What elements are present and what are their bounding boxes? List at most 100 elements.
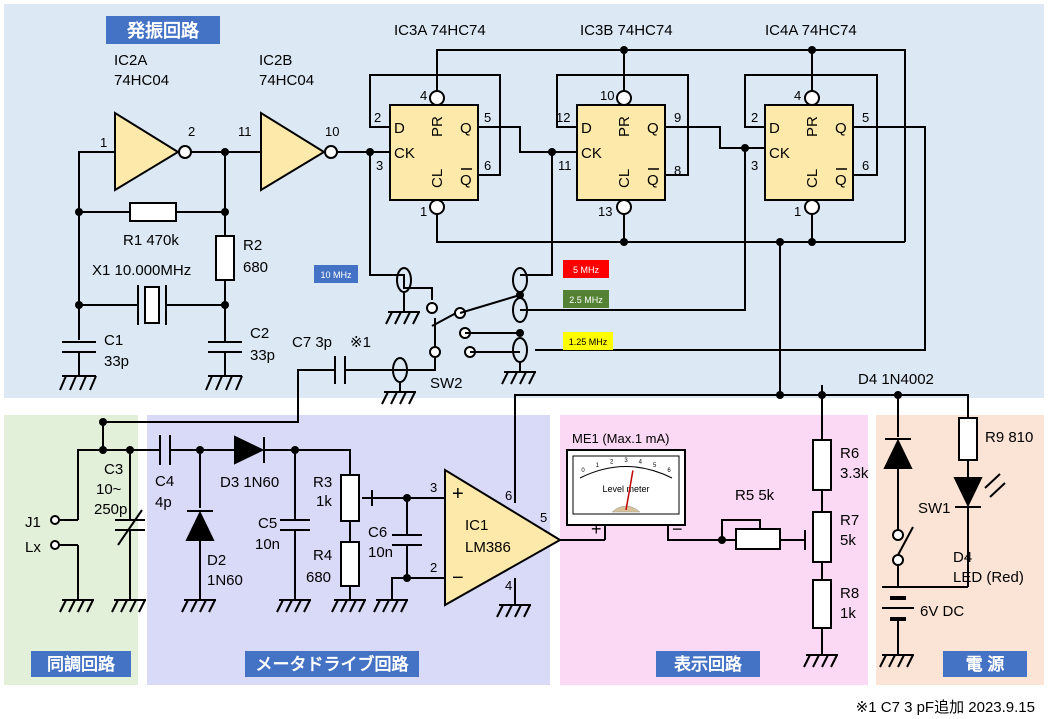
svg-text:PR: PR: [429, 116, 446, 137]
svg-text:+: +: [591, 519, 602, 539]
tag-10mhz-bg: [314, 265, 358, 283]
ic2b-type: 74HC04: [259, 72, 314, 89]
svg-text:R9 810: R9 810: [985, 429, 1033, 446]
svg-text:680: 680: [243, 259, 268, 276]
disp-label-box: [656, 651, 760, 677]
svg-text:Q: Q: [647, 172, 659, 189]
meter-scale-label: 3: [624, 458, 628, 464]
svg-text:5: 5: [540, 510, 547, 525]
r2-resistor: [215, 235, 235, 281]
svg-text:10: 10: [600, 88, 614, 103]
svg-text:R6: R6: [840, 445, 859, 462]
svg-text:3: 3: [376, 158, 383, 173]
svg-text:13: 13: [598, 204, 612, 219]
svg-text:CL: CL: [429, 169, 446, 188]
svg-text:D4: D4: [953, 549, 972, 566]
svg-text:CK: CK: [394, 145, 415, 162]
ic2a-bubble: [178, 145, 192, 159]
svg-text:Q: Q: [647, 120, 659, 137]
ic3b-label: IC3B 74HC74: [580, 22, 673, 39]
svg-text:1k: 1k: [840, 605, 856, 622]
osc-label-box: [106, 16, 220, 44]
junction-dots: [75, 46, 902, 582]
svg-text:8: 8: [674, 163, 681, 178]
svg-text:R7: R7: [840, 512, 859, 529]
ic4a-box: [764, 104, 854, 201]
svg-text:R5 5k: R5 5k: [735, 487, 775, 504]
svg-text:−: −: [452, 567, 464, 589]
tag-10mhz: 10 MHz: [320, 270, 352, 280]
svg-text:4: 4: [794, 88, 801, 103]
svg-text:D: D: [394, 120, 405, 137]
osc-section-bg: [4, 4, 1044, 398]
tune-label-box: [31, 651, 131, 677]
svg-text:D: D: [769, 120, 780, 137]
svg-text:4: 4: [505, 578, 512, 593]
svg-text:PR: PR: [804, 116, 821, 137]
svg-text:5: 5: [862, 110, 869, 125]
svg-text:R2: R2: [243, 237, 262, 254]
svg-text:1: 1: [794, 204, 801, 219]
meter-needle: [625, 470, 634, 511]
disp-label: 表示回路: [674, 654, 743, 674]
svg-text:CL: CL: [616, 169, 633, 188]
svg-text:11: 11: [238, 124, 252, 139]
svg-text:D4 1N4002: D4 1N4002: [858, 371, 934, 388]
meter-scale-label: 5: [653, 463, 657, 469]
ic1-name: IC1: [465, 517, 488, 534]
svg-text:Q: Q: [835, 172, 847, 189]
tag-5mhz-bg: [563, 260, 609, 278]
wires: [50, 49, 1006, 668]
svg-text:PR: PR: [616, 116, 633, 137]
svg-text:12: 12: [556, 110, 570, 125]
svg-text:C5: C5: [258, 515, 277, 532]
tag-125mhz: 1.25 MHz: [569, 337, 608, 347]
svg-text:R4: R4: [313, 547, 332, 564]
svg-text:1k: 1k: [316, 493, 332, 510]
svg-text:5k: 5k: [840, 532, 856, 549]
svg-text:680: 680: [306, 569, 331, 586]
ic2a-name: IC2A: [114, 52, 147, 69]
svg-text:C1: C1: [104, 332, 123, 349]
ic3a-box: [389, 104, 479, 201]
svg-text:2: 2: [374, 110, 381, 125]
tune-section-bg: [4, 415, 138, 685]
svg-text:R3: R3: [313, 474, 332, 491]
meter-scale-label: 4: [639, 459, 643, 465]
drive-label-box: [245, 651, 419, 677]
svg-text:2: 2: [188, 124, 195, 139]
svg-text:+: +: [452, 483, 464, 505]
svg-text:C4: C4: [155, 473, 174, 490]
svg-text:Q: Q: [460, 120, 472, 137]
svg-text:5: 5: [484, 110, 491, 125]
svg-text:※1: ※1: [350, 334, 371, 351]
drive-label: メータドライブ回路: [256, 654, 410, 674]
x1-crystal: [144, 286, 160, 324]
ic2b-bubble: [324, 145, 338, 159]
footer-note: ※1 C7 3 pF追加 2023.9.15: [856, 699, 1035, 716]
svg-text:4: 4: [420, 88, 427, 103]
power-label-box: [943, 651, 1027, 677]
svg-text:C2: C2: [250, 325, 269, 342]
svg-text:Q: Q: [835, 120, 847, 137]
tag-25mhz: 2.5 MHz: [569, 295, 603, 305]
svg-text:33p: 33p: [104, 353, 129, 370]
svg-text:6V DC: 6V DC: [920, 603, 964, 620]
svg-text:C6: C6: [368, 524, 387, 541]
svg-text:1: 1: [420, 204, 427, 219]
svg-text:9: 9: [674, 110, 681, 125]
svg-text:6: 6: [505, 488, 512, 503]
svg-text:C3: C3: [104, 461, 123, 478]
svg-text:CK: CK: [581, 145, 602, 162]
svg-text:11: 11: [558, 158, 572, 173]
component-labels: R1 470k R2 680 X1 10.000MHz C1 33p C2 33…: [25, 232, 1033, 622]
svg-text:33p: 33p: [250, 347, 275, 364]
svg-text:10n: 10n: [255, 536, 280, 553]
svg-text:10: 10: [325, 124, 339, 139]
svg-text:Level meter: Level meter: [602, 484, 649, 494]
ic-labels: IC2A 74HC04 IC2B 74HC04 IC3A 74HC74 IC3B…: [114, 22, 857, 556]
ff-labels: DCK PR CL QQ DCK PR CL QQ DCK PR CL QQ: [394, 116, 847, 189]
svg-text:D: D: [581, 120, 592, 137]
